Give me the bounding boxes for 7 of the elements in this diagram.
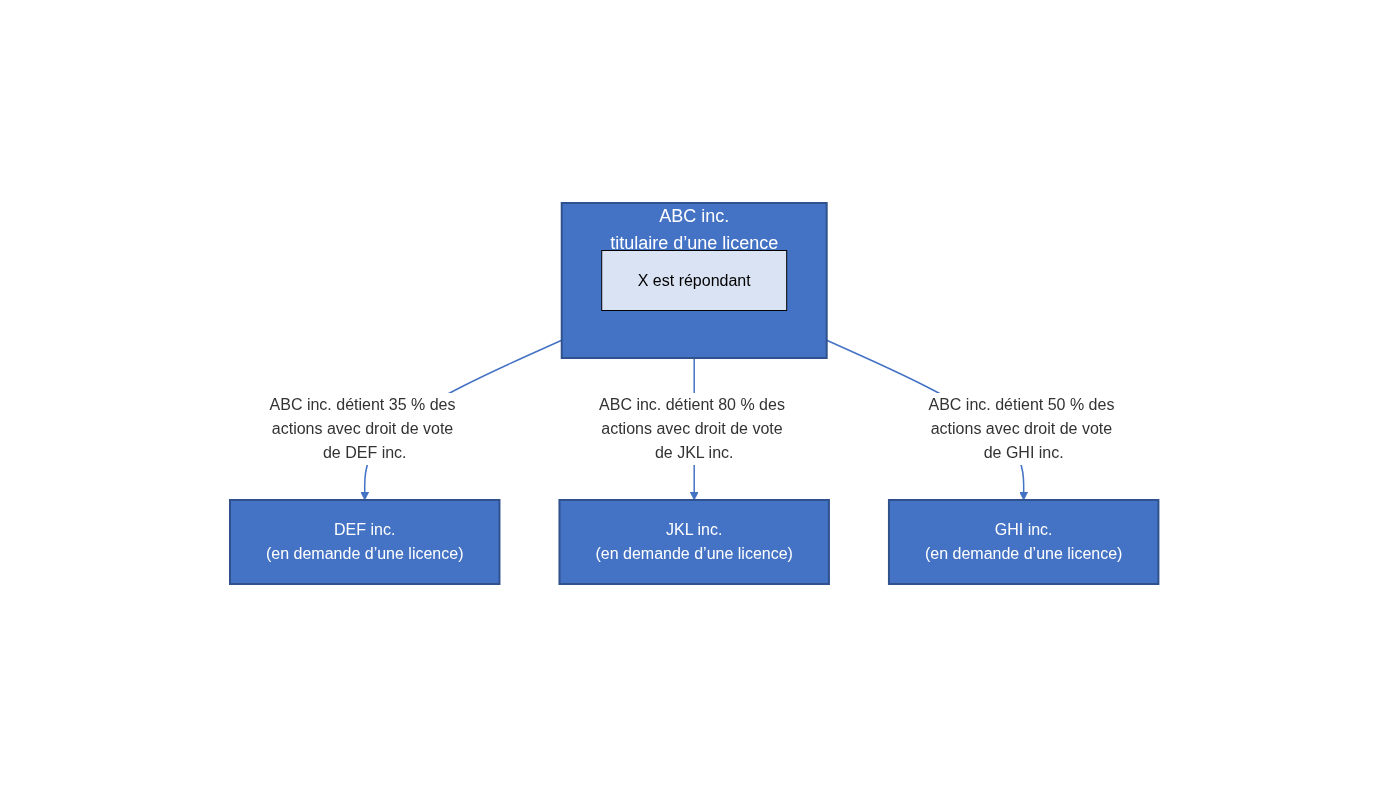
node-box: GHI inc. (en demande d’une licence) (888, 498, 1160, 585)
node-box: X est répondant (601, 249, 788, 311)
edge-label: ABC inc. détient 80 % des actions avec droit de vote de JKL inc. (599, 395, 786, 461)
edge-label: ABC inc. détient 35 % des actions avec droit de vote de DEF inc. (269, 395, 456, 461)
edge-label: ABC inc. détient 50 % des actions avec droit de vote de GHI inc. (928, 395, 1115, 461)
node-box: DEF inc. (en demande d’une licence) (229, 498, 501, 585)
node-box: JKL inc. (en demande d’une licence) (558, 498, 831, 585)
